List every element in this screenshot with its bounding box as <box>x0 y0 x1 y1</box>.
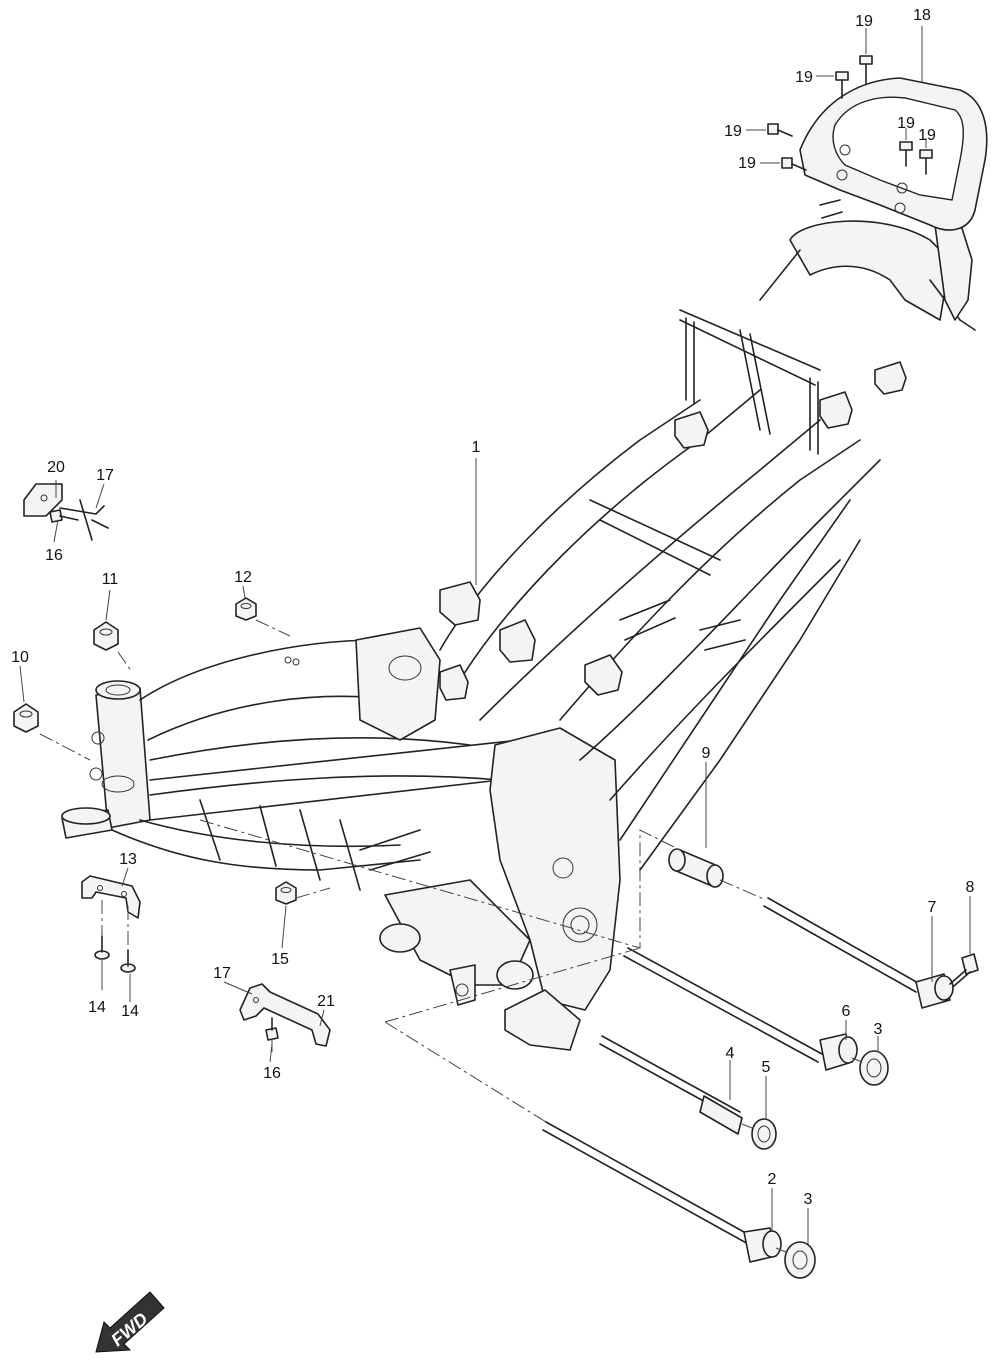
nut-12 <box>235 597 257 621</box>
callout-5: 5 <box>762 1059 771 1076</box>
bracket-13 <box>81 875 141 919</box>
bolt-19-group <box>767 55 933 175</box>
callout-19-a: 19 <box>855 13 873 30</box>
callout-15: 15 <box>271 951 289 968</box>
bolt-4 <box>599 1035 743 1135</box>
callout-4: 4 <box>726 1045 735 1062</box>
callout-8: 8 <box>966 879 975 896</box>
spacer-9 <box>668 848 724 888</box>
callout-2: 2 <box>768 1171 777 1188</box>
leader-lines <box>19 26 971 1244</box>
bracket-21-assembly <box>239 983 331 1047</box>
bolt-6 <box>623 947 858 1071</box>
callout-14-a: 14 <box>88 999 106 1016</box>
callout-19-f: 19 <box>918 127 936 144</box>
bracket-20-assembly <box>23 483 109 541</box>
callout-10: 10 <box>11 649 29 666</box>
nut-11 <box>93 621 119 651</box>
bolt-2 <box>542 1121 782 1263</box>
callout-1: 1 <box>472 439 481 456</box>
callout-14-b: 14 <box>121 1003 139 1020</box>
rear-grab-handle <box>799 77 988 231</box>
bolt-8 <box>949 953 979 987</box>
callout-13: 13 <box>119 851 137 868</box>
bolt-7 <box>763 897 954 1009</box>
nut-10 <box>13 703 39 733</box>
callout-18: 18 <box>913 7 931 24</box>
callout-7: 7 <box>928 899 937 916</box>
callout-16-b: 16 <box>263 1065 281 1082</box>
callout-17-a: 17 <box>96 467 114 484</box>
callout-21: 21 <box>317 993 335 1010</box>
callout-17-b: 17 <box>213 965 231 982</box>
nut-5 <box>751 1118 777 1150</box>
nut-3-upper <box>859 1050 889 1086</box>
callout-3-b: 3 <box>804 1191 813 1208</box>
callouts: 1 18 19 19 19 19 19 19 20 17 16 11 12 10… <box>11 7 974 1208</box>
callout-19-b: 19 <box>795 69 813 86</box>
nut-15 <box>275 881 297 905</box>
nut-3-lower <box>784 1241 816 1279</box>
callout-19-e: 19 <box>897 115 915 132</box>
callout-12: 12 <box>234 569 252 586</box>
callout-11: 11 <box>102 571 119 588</box>
callout-6: 6 <box>842 1003 851 1020</box>
fwd-direction-arrow: FWD <box>95 1291 165 1353</box>
callout-19-d: 19 <box>738 155 756 172</box>
assembly-lines <box>39 619 863 1253</box>
callout-19-c: 19 <box>724 123 742 140</box>
callout-16-a: 16 <box>45 547 63 564</box>
screw-14b <box>120 949 136 973</box>
screw-14a <box>94 935 110 960</box>
callout-3-a: 3 <box>874 1021 883 1038</box>
callout-9: 9 <box>702 745 711 762</box>
main-frame <box>61 199 976 1051</box>
callout-20: 20 <box>47 459 65 476</box>
